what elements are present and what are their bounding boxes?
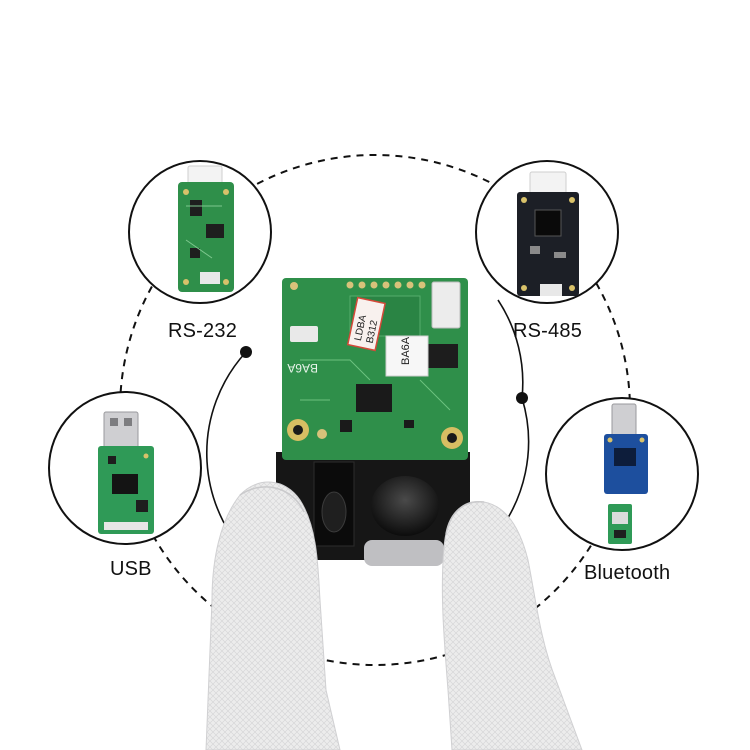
serial-sticker <box>385 335 429 377</box>
laser-module: BA6A BA6A LDBA B312 <box>276 278 470 566</box>
rs232-label: RS-232 <box>168 320 238 342</box>
usb-label: USB <box>110 558 152 580</box>
rs485-label: RS-485 <box>513 320 583 342</box>
board-code-text: BA6A <box>287 361 318 375</box>
rs485-board-thumbnail <box>475 160 619 304</box>
connector-dot-right <box>516 392 528 404</box>
sticker-code-text: BA6A <box>400 336 412 365</box>
pcb-connector <box>431 281 461 329</box>
receiver-lens <box>371 476 439 536</box>
sticker-line1: LDBA <box>353 314 369 342</box>
inner-arc-right-top <box>497 299 524 399</box>
connector-dot-left <box>240 346 252 358</box>
module-pcb <box>282 278 468 460</box>
usb-board-thumbnail <box>48 391 202 545</box>
sticker-line2: B312 <box>365 319 381 345</box>
red-label: LDBA B312 <box>346 296 386 352</box>
bluetooth-label: Bluetooth <box>584 562 671 584</box>
left-gloved-hand <box>205 481 341 750</box>
bluetooth-board-thumbnail <box>545 397 699 551</box>
right-gloved-hand <box>441 501 583 750</box>
rs232-board-thumbnail <box>128 160 272 304</box>
lens-window <box>364 540 444 566</box>
